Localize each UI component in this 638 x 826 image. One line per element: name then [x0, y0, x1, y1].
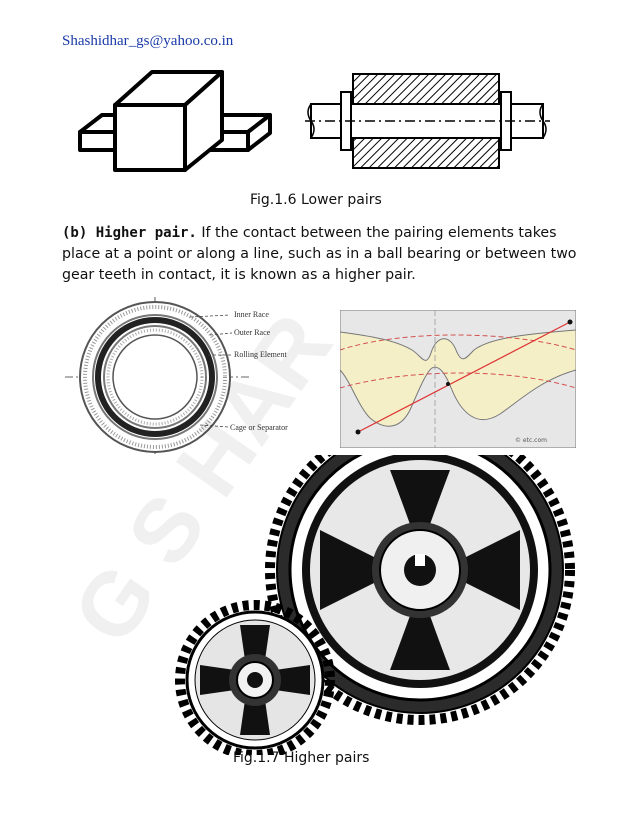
bearing-label-cage: Cage or Separator	[230, 423, 288, 432]
spur-gears-figure	[175, 455, 575, 755]
bearing-label-rolling-element: Rolling Element	[234, 350, 287, 359]
sliding-pair-figure	[78, 70, 272, 172]
paragraph-lead: (b) Higher pair.	[62, 225, 197, 241]
turning-pair-figure	[305, 73, 550, 169]
fig-1-7-caption: Fig.1.7 Higher pairs	[233, 750, 370, 766]
ball-bearing-figure: Inner Race Outer Race Rolling Element Ca…	[65, 297, 288, 455]
header-email: Shashidhar_gs@yahoo.co.in	[62, 33, 234, 49]
fig-1-6-caption: Fig.1.6 Lower pairs	[250, 192, 382, 208]
bearing-label-inner-race: Inner Race	[234, 310, 269, 319]
gear-figure-credit: © etc.com	[515, 437, 547, 444]
higher-pair-paragraph: (b) Higher pair. If the contact between …	[62, 223, 582, 286]
bearing-label-outer-race: Outer Race	[234, 328, 271, 337]
gear-teeth-contact-figure: © etc.com	[340, 310, 576, 448]
paragraph-body: If the contact between the pairing eleme…	[62, 225, 577, 283]
